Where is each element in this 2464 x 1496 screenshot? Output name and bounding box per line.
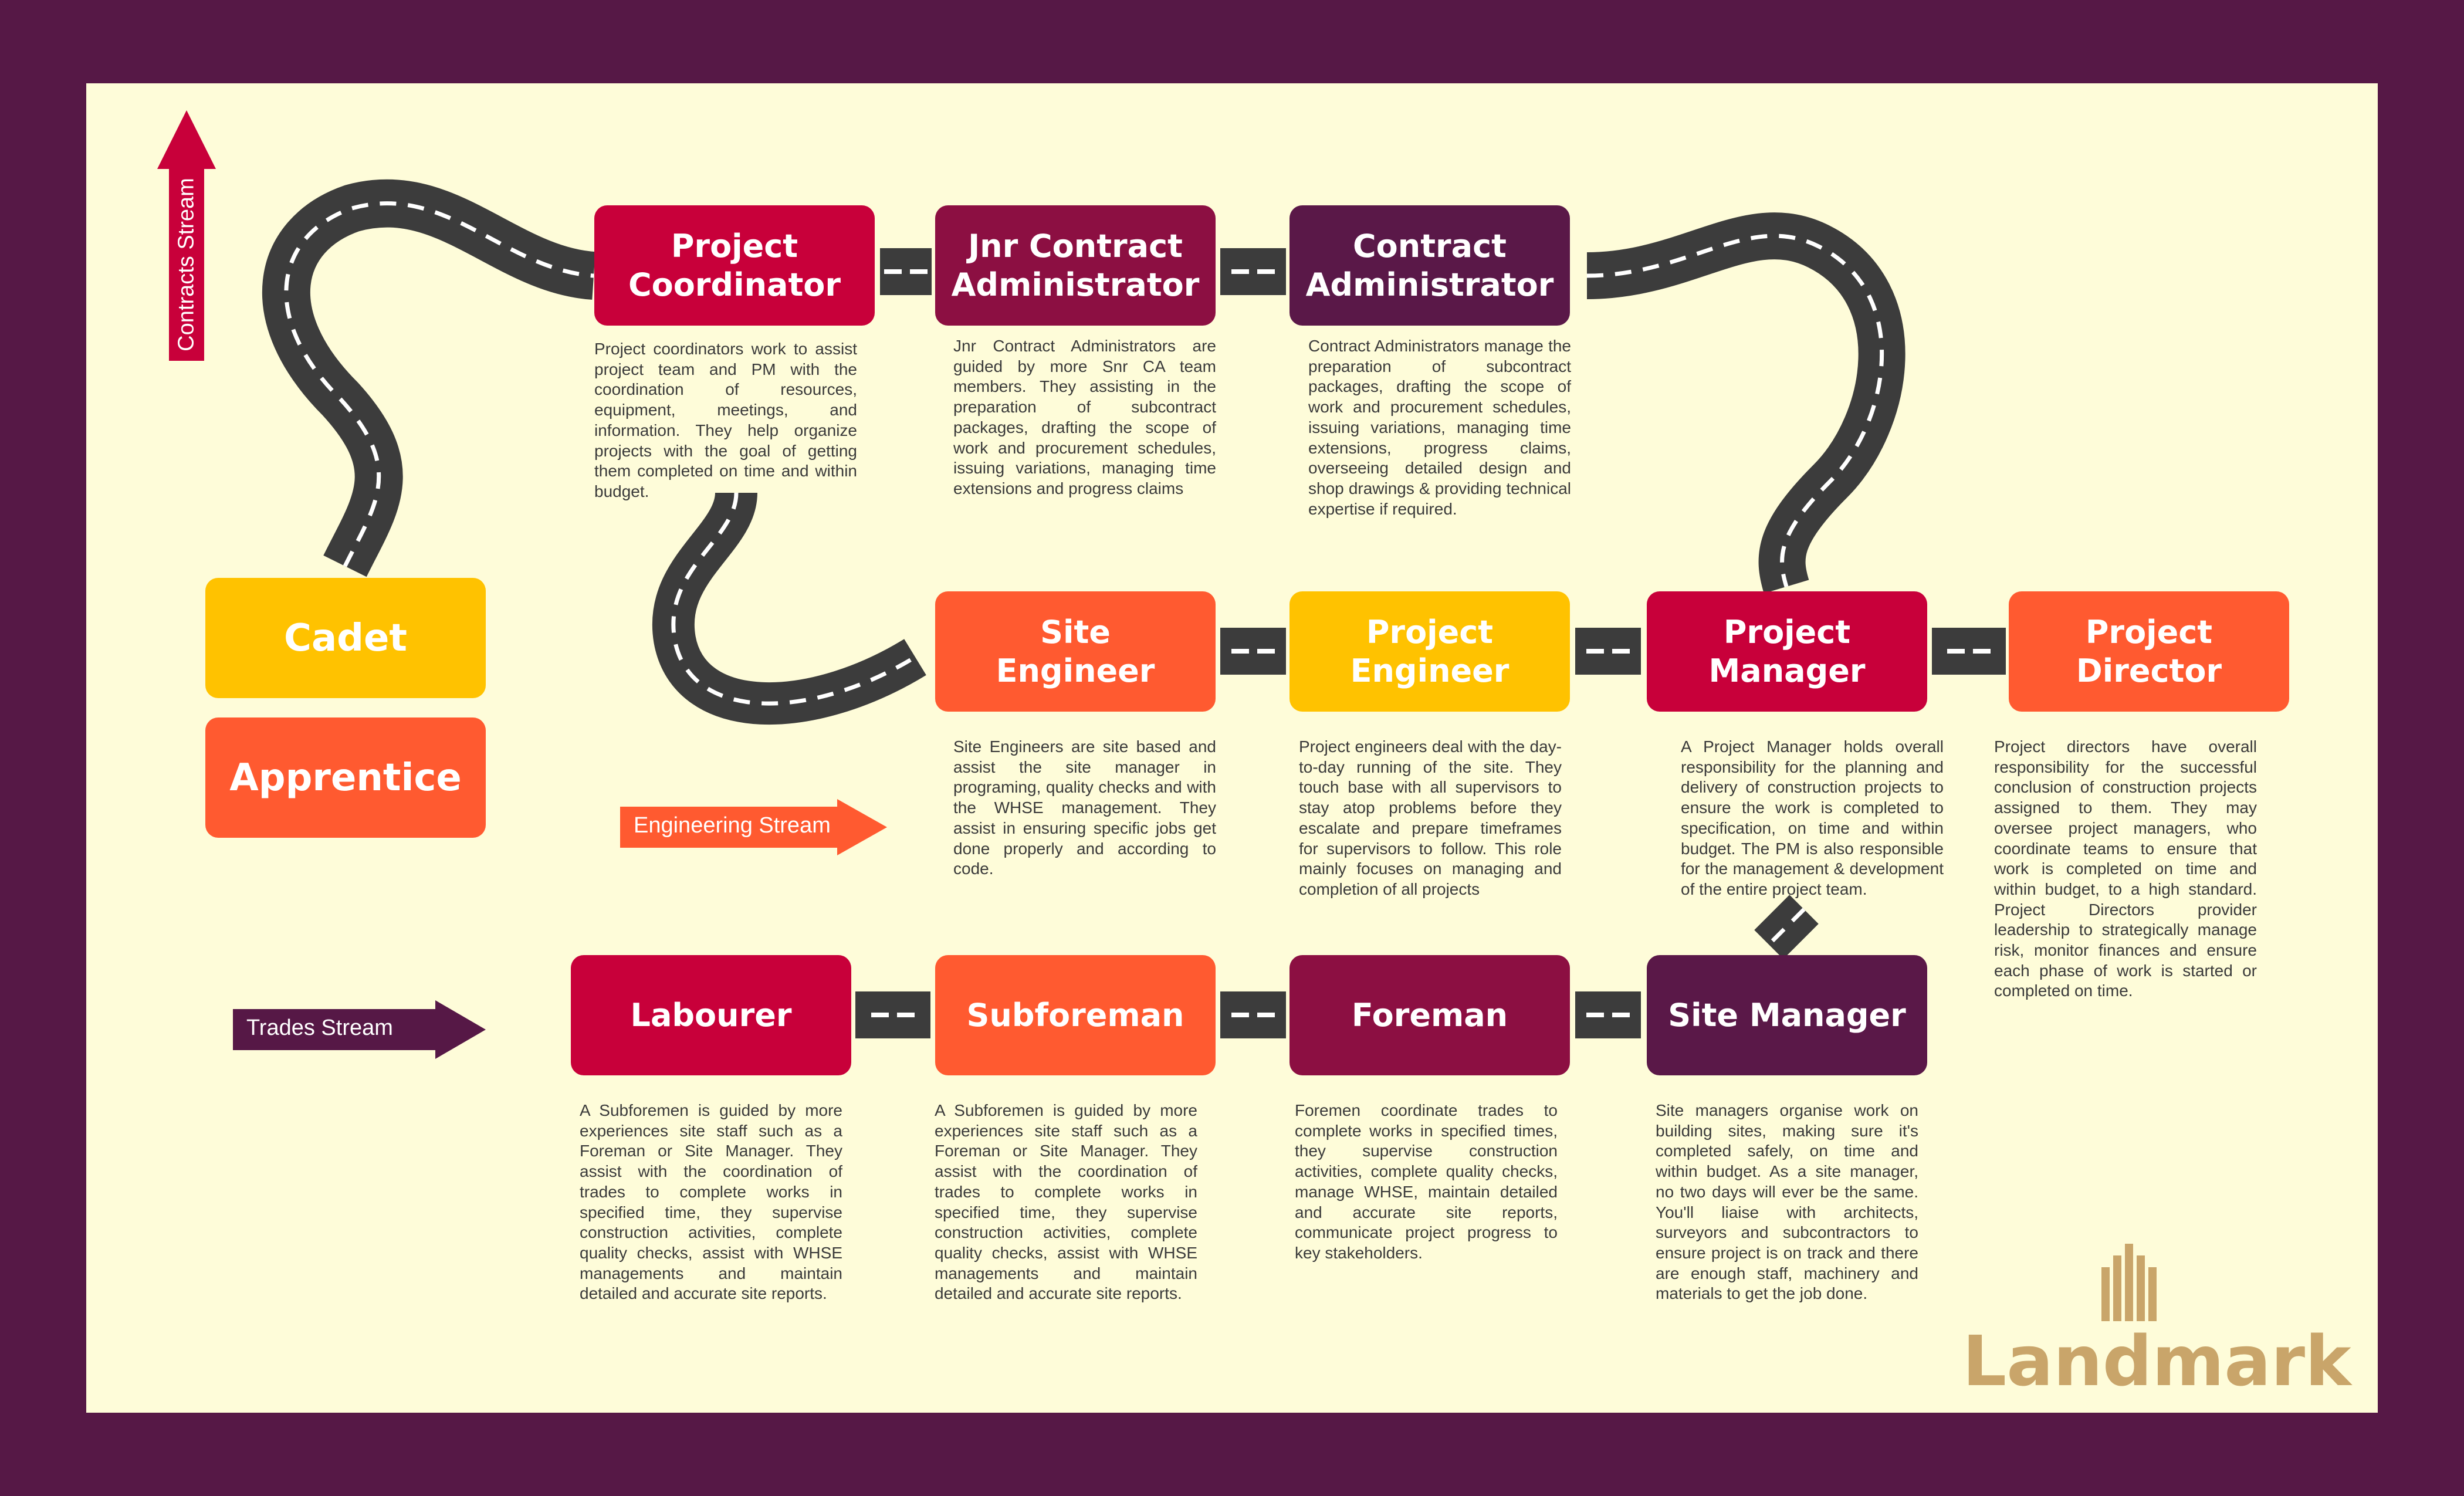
road-cadet-to-coordinator xyxy=(262,179,596,577)
role-jnr-contract-administrator[interactable]: Jnr Contract Administrator xyxy=(935,205,1216,326)
connector-pm-director xyxy=(1932,628,2006,675)
road-coordinator-to-site-engineer-dashes xyxy=(671,492,916,706)
engineering-stream-arrow xyxy=(620,799,887,855)
role-project-manager[interactable]: Project Manager xyxy=(1647,591,1927,712)
desc-site-manager: Site managers organise work on building … xyxy=(1656,1101,1918,1303)
desc-project-engineer: Project engineers deal with the day-to-d… xyxy=(1299,737,1562,898)
role-project-coordinator[interactable]: Project Coordinator xyxy=(594,205,875,326)
connector-coordinator-jnr-ca xyxy=(880,248,932,295)
desc-jnr-contract-administrator: Jnr Contract Administrators are guided b… xyxy=(953,337,1216,497)
connector-subforeman-foreman xyxy=(1220,991,1286,1038)
connector-labourer-subforeman xyxy=(855,991,930,1038)
connector-site-engineer-project-engineer xyxy=(1220,628,1286,675)
role-apprentice[interactable]: Apprentice xyxy=(205,717,486,838)
road-coordinator-to-site-engineer xyxy=(652,491,926,725)
desc-labourer: A Subforemen is guided by more experienc… xyxy=(580,1101,842,1303)
desc-project-coordinator: Project coordinators work to assist proj… xyxy=(594,340,857,500)
connector-jnr-ca-ca xyxy=(1220,248,1286,295)
role-site-manager[interactable]: Site Manager xyxy=(1647,955,1927,1075)
engineering-stream-label: Engineering Stream xyxy=(634,813,831,838)
landmark-logo-text: Landmark xyxy=(1962,1321,2351,1402)
role-project-director[interactable]: Project Director xyxy=(2009,591,2289,712)
trades-stream-arrow xyxy=(233,1000,486,1059)
desc-contract-administrator: Contract Administrators manage the prepa… xyxy=(1308,337,1571,518)
desc-subforeman: A Subforemen is guided by more experienc… xyxy=(935,1101,1197,1303)
contracts-stream-label: Contracts Stream xyxy=(174,178,199,351)
desc-project-manager: A Project Manager holds overall responsi… xyxy=(1681,737,1944,898)
desc-site-engineer: Site Engineers are site based and assist… xyxy=(953,737,1216,878)
desc-foreman: Foremen coordinate trades to complete wo… xyxy=(1295,1101,1558,1262)
role-contract-administrator[interactable]: Contract Administrator xyxy=(1289,205,1570,326)
role-labourer[interactable]: Labourer xyxy=(571,955,851,1075)
role-site-engineer[interactable]: Site Engineer xyxy=(935,591,1216,712)
road-contract-admin-to-pm xyxy=(1586,212,1905,594)
connector-project-engineer-pm xyxy=(1575,628,1641,675)
role-foreman[interactable]: Foreman xyxy=(1289,955,1570,1075)
contracts-stream-arrow xyxy=(157,110,216,361)
road-contract-admin-to-pm-dashes xyxy=(1586,233,1884,588)
role-cadet[interactable]: Cadet xyxy=(205,578,486,698)
road-pm-to-site-manager-dashes xyxy=(1767,908,1806,946)
role-project-engineer[interactable]: Project Engineer xyxy=(1289,591,1570,712)
role-subforeman[interactable]: Subforeman xyxy=(935,955,1216,1075)
connector-foreman-site-manager xyxy=(1575,991,1641,1038)
road-cadet-to-coordinator-dashes xyxy=(284,201,594,567)
trades-stream-label: Trades Stream xyxy=(246,1016,393,1040)
desc-project-director: Project directors have overall responsib… xyxy=(1994,737,2257,1000)
landmark-logo-mark xyxy=(2101,1244,2157,1321)
